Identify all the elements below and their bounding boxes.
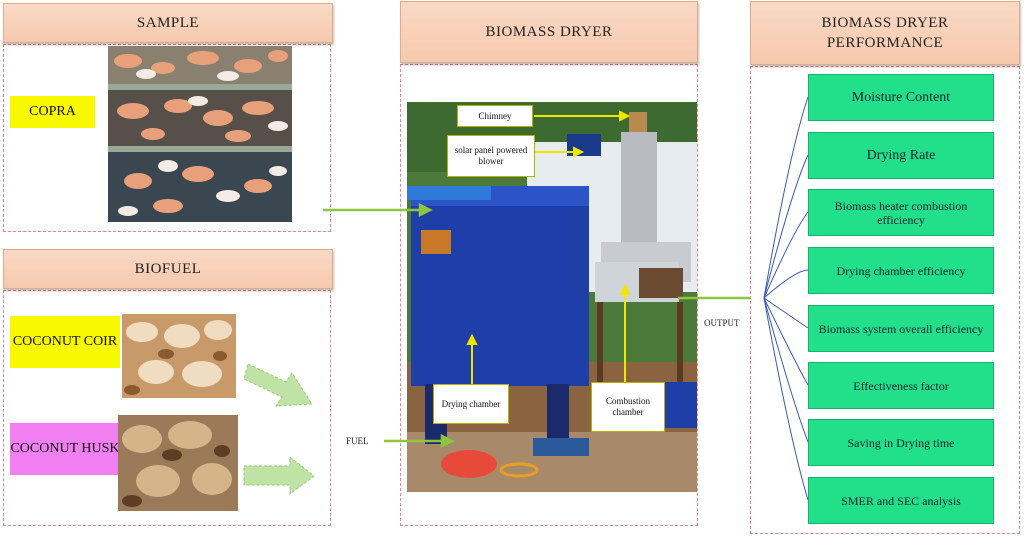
- metric-heater-combustion-efficiency: Biomass heater combustion efficiency: [808, 189, 994, 236]
- coconut-coir-photo: [122, 314, 236, 398]
- copra-label: COPRA: [10, 96, 95, 128]
- metric-drying-chamber-efficiency: Drying chamber efficiency: [808, 247, 994, 294]
- biofuel-header: BIOFUEL: [3, 249, 333, 289]
- metric-smer-sec-analysis: SMER and SEC analysis: [808, 477, 994, 524]
- output-label: OUTPUT: [704, 318, 740, 328]
- chimney-callout: Chimney: [457, 105, 533, 127]
- metric-moisture-content: Moisture Content: [808, 74, 994, 121]
- metric-drying-rate: Drying Rate: [808, 132, 994, 179]
- coconut-husk-photo: [118, 415, 238, 511]
- coconut-husk-label: COCONUT HUSK: [10, 423, 120, 475]
- metric-effectiveness-factor: Effectiveness factor: [808, 362, 994, 409]
- dryer-header: BIOMASS DRYER: [400, 1, 698, 63]
- metric-saving-drying-time: Saving in Drying time: [808, 419, 994, 466]
- copra-photo: [108, 46, 292, 222]
- sample-header: SAMPLE: [3, 3, 333, 43]
- metric-system-overall-efficiency: Biomass system overall efficiency: [808, 305, 994, 352]
- blower-callout: solar panel powered blower: [447, 135, 535, 177]
- drying-chamber-callout: Drying chamber: [433, 384, 509, 424]
- coconut-coir-label: COCONUT COIR: [10, 316, 120, 368]
- performance-header: BIOMASS DRYER PERFORMANCE: [750, 1, 1020, 65]
- fuel-label: FUEL: [346, 436, 369, 446]
- combustion-chamber-callout: Combustion chamber: [591, 382, 665, 432]
